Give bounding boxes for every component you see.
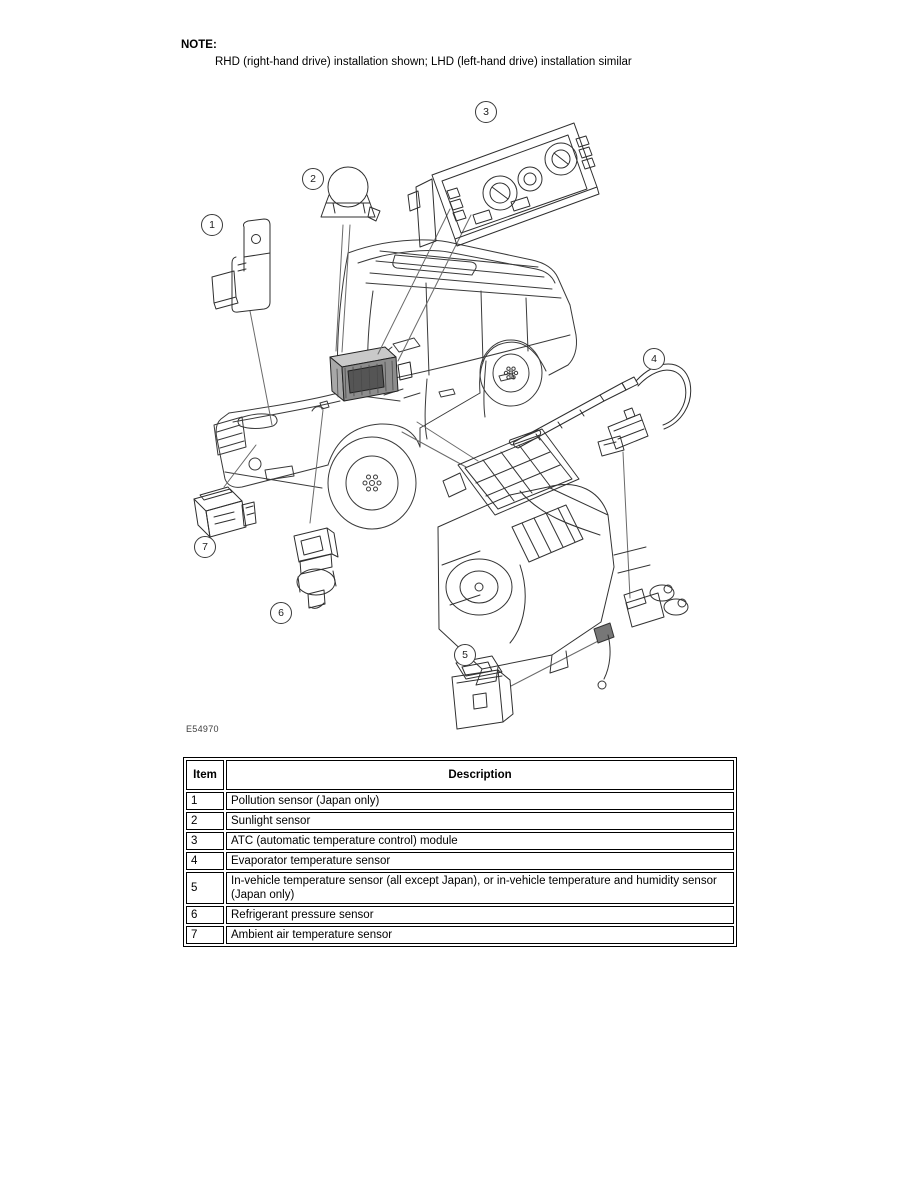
item-cell: 1 [186, 792, 224, 810]
callout-3: 3 [475, 101, 497, 123]
table-row: 1 Pollution sensor (Japan only) [186, 792, 734, 810]
description-cell: Pollution sensor (Japan only) [226, 792, 734, 810]
description-cell: ATC (automatic temperature control) modu… [226, 832, 734, 850]
vehicle-illustration [213, 239, 577, 530]
callout-5: 5 [454, 644, 476, 666]
callout-6: 6 [270, 602, 292, 624]
evaporator-temperature-sensor-illustration [513, 363, 692, 450]
pollution-sensor-illustration [211, 218, 271, 313]
refrigerant-pressure-sensor-illustration [293, 527, 339, 609]
description-cell: In-vehicle temperature sensor (all excep… [226, 872, 734, 904]
item-cell: 2 [186, 812, 224, 830]
callout-7-number: 7 [202, 541, 208, 553]
callout-2-number: 2 [310, 173, 316, 185]
hvac-assembly-illustration [437, 428, 689, 690]
item-cell: 7 [186, 926, 224, 944]
table-header-row: Item Description [186, 760, 734, 790]
callout-3-number: 3 [483, 106, 489, 118]
note-label: NOTE: [181, 39, 217, 51]
note-text: RHD (right-hand drive) installation show… [215, 56, 632, 68]
ambient-air-temperature-sensor-illustration [193, 486, 257, 538]
table-row: 4 Evaporator temperature sensor [186, 852, 734, 870]
table-row: 3 ATC (automatic temperature control) mo… [186, 832, 734, 850]
atc-module-illustration [407, 122, 600, 248]
callout-4: 4 [643, 348, 665, 370]
callout-6-number: 6 [278, 607, 284, 619]
item-cell: 3 [186, 832, 224, 850]
leader-lines [223, 208, 631, 687]
description-cell: Refrigerant pressure sensor [226, 906, 734, 924]
table-row: 5 In-vehicle temperature sensor (all exc… [186, 872, 734, 904]
callout-1: 1 [201, 214, 223, 236]
description-column-header: Description [226, 760, 734, 790]
callout-4-number: 4 [651, 353, 657, 365]
dash-hvac-module [329, 346, 413, 402]
callout-5-number: 5 [462, 649, 468, 661]
item-cell: 4 [186, 852, 224, 870]
sunlight-sensor-illustration [320, 166, 381, 222]
in-vehicle-temperature-sensor-illustration [451, 655, 514, 730]
table-row: 7 Ambient air temperature sensor [186, 926, 734, 944]
table-row: 6 Refrigerant pressure sensor [186, 906, 734, 924]
callout-7: 7 [194, 536, 216, 558]
description-cell: Sunlight sensor [226, 812, 734, 830]
description-cell: Ambient air temperature sensor [226, 926, 734, 944]
callout-2: 2 [302, 168, 324, 190]
item-cell: 5 [186, 872, 224, 904]
item-cell: 6 [186, 906, 224, 924]
callout-1-number: 1 [209, 219, 215, 231]
table-row: 2 Sunlight sensor [186, 812, 734, 830]
description-table: Item Description 1 Pollution sensor (Jap… [183, 757, 737, 947]
description-cell: Evaporator temperature sensor [226, 852, 734, 870]
figure-code: E54970 [186, 724, 219, 734]
item-column-header: Item [186, 760, 224, 790]
component-location-diagram: 1 2 3 4 5 6 7 [180, 95, 760, 745]
